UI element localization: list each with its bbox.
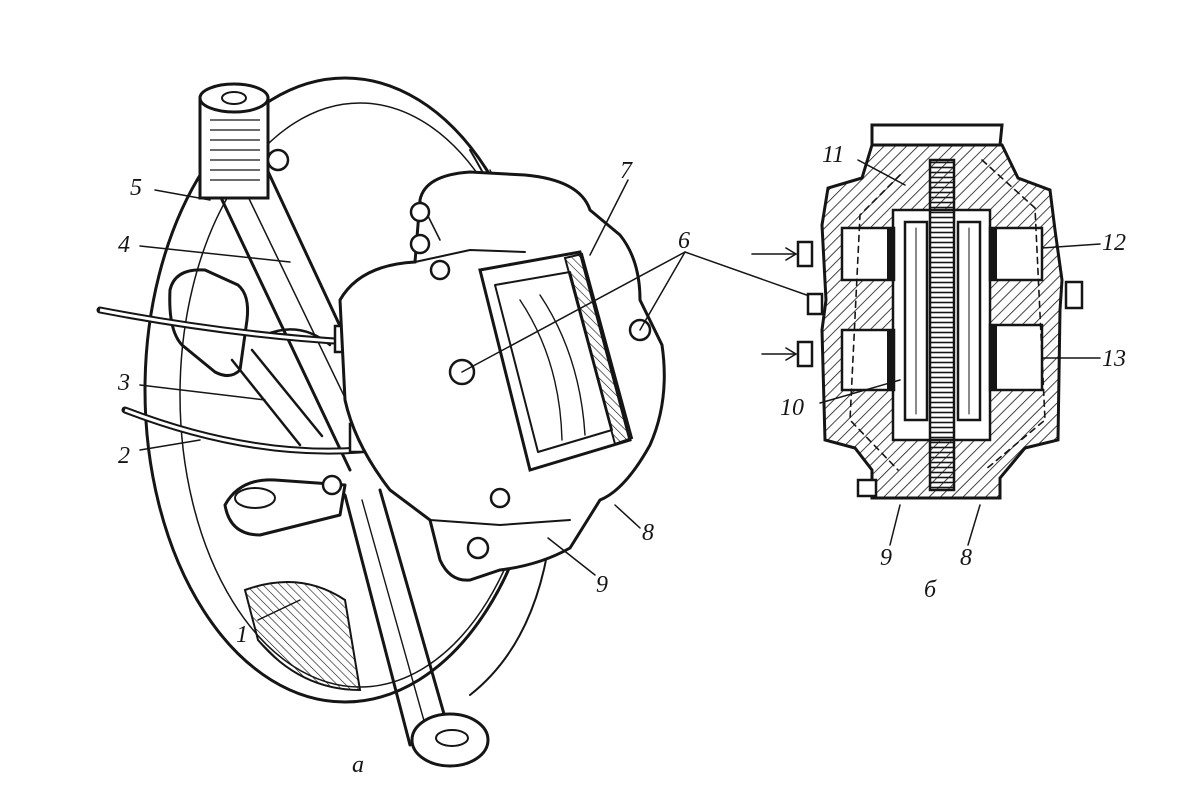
- fluid-passages: [849, 159, 1046, 471]
- label-10: 10: [780, 395, 804, 421]
- label-11: 11: [822, 142, 844, 168]
- strut: [230, 328, 332, 447]
- caption-b: б: [924, 577, 937, 603]
- view-a-drawing: [96, 76, 816, 768]
- label-1: 1: [236, 622, 248, 648]
- leader-lines-b: [819, 159, 1101, 546]
- brake-pads: [903, 220, 982, 422]
- piston-seals: [887, 228, 997, 390]
- labels-view-b: 11 12 13 10 9 8 б: [780, 142, 1126, 603]
- piston-pockets: [840, 226, 1044, 392]
- section-disc: [928, 158, 956, 492]
- caption-a: а: [352, 752, 364, 778]
- label-5: 5: [130, 175, 142, 201]
- label-6: 6: [678, 228, 690, 254]
- label-8-section: 8: [960, 545, 972, 571]
- label-9: 9: [596, 572, 608, 598]
- lower-opening: [243, 581, 362, 692]
- label-9-section: 9: [880, 545, 892, 571]
- label-13: 13: [1102, 346, 1126, 372]
- steering-lever: [223, 478, 490, 768]
- leader-lines-a: [139, 179, 816, 621]
- shield-window: [168, 268, 250, 377]
- label-8: 8: [642, 520, 654, 546]
- label-3: 3: [117, 370, 130, 396]
- section-top-flange: [870, 123, 1004, 147]
- bleed-fittings: [796, 240, 1084, 498]
- label-12: 12: [1102, 230, 1126, 256]
- flow-arrows: [751, 247, 797, 361]
- view-b-section: [751, 123, 1101, 546]
- steering-arm-upper: [198, 82, 402, 472]
- caliper: [321, 170, 666, 582]
- labels-view-a: 1 2 3 4 5 6 7 8 9 а: [117, 158, 690, 778]
- label-2: 2: [118, 443, 130, 469]
- label-4: 4: [118, 232, 130, 258]
- label-7: 7: [620, 158, 633, 184]
